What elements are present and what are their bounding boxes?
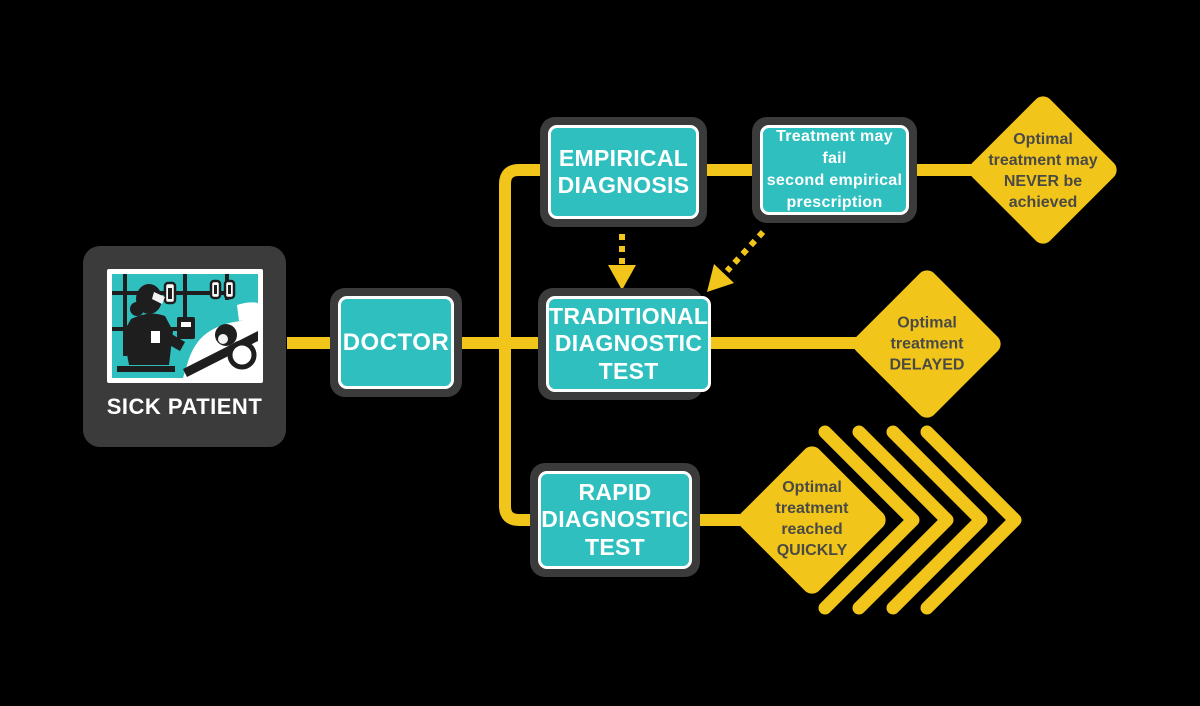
- dashed-arrowhead-diagonal-icon: [707, 264, 734, 292]
- treatment-fail-note: Treatment may fail second empirical pres…: [752, 117, 917, 223]
- sick-patient-label: SICK PATIENT: [106, 394, 263, 419]
- treatment-fail-label: Treatment may fail second empirical pres…: [760, 125, 909, 215]
- sick-patient-card: SICK PATIENT: [83, 246, 286, 447]
- doctor-label: DOCTOR: [338, 296, 454, 389]
- quickly-label: Optimal treatment reached QUICKLY: [775, 479, 849, 559]
- traditional-test-label: TRADITIONAL DIAGNOSTIC TEST: [546, 296, 712, 392]
- dashed-arrowhead-down-icon: [608, 265, 636, 290]
- fast-chevron-4: [920, 425, 1022, 615]
- never-achieved-label: Optimal treatment may NEVER be achieved: [988, 131, 1098, 211]
- empirical-diagnosis-label: EMPIRICAL DIAGNOSIS: [548, 125, 699, 219]
- traditional-test-node: TRADITIONAL DIAGNOSTIC TEST: [538, 288, 712, 400]
- treatment-to-traditional-dashed-arrow: [724, 229, 766, 274]
- fast-forward-chevrons-icon: [818, 425, 1022, 615]
- fast-chevron-1: [818, 425, 920, 615]
- rapid-test-label: RAPID DIAGNOSTIC TEST: [538, 471, 692, 569]
- sick-patient-illustration: [106, 269, 263, 383]
- doctor-node: DOCTOR: [330, 288, 462, 397]
- delayed-label: Optimal treatment DELAYED: [889, 314, 965, 374]
- fast-chevron-2: [852, 425, 954, 615]
- fast-chevron-3: [886, 425, 988, 615]
- empirical-diagnosis-node: EMPIRICAL DIAGNOSIS: [540, 117, 707, 227]
- rapid-test-node: RAPID DIAGNOSTIC TEST: [530, 463, 700, 577]
